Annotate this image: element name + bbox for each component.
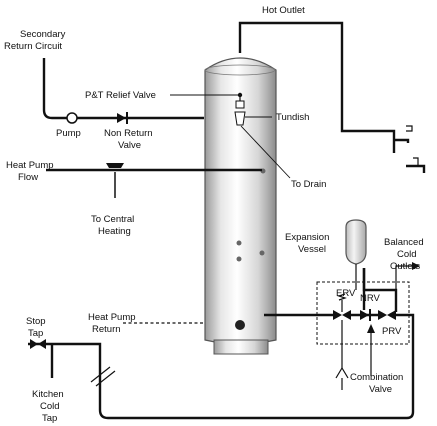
hot-water-cylinder — [204, 57, 277, 355]
pt-relief-and-tundish — [170, 92, 291, 179]
combination-valve-assembly — [316, 268, 410, 390]
heat-pump-flow-label-line1: Heat Pump — [6, 160, 54, 171]
expansion-vessel-label-line1: Expansion — [285, 232, 329, 243]
expansion-vessel — [345, 219, 367, 290]
heat-pump-flow-label-line2: Flow — [18, 172, 38, 183]
erv-icon — [333, 310, 342, 320]
combination-valve-label-line2: Valve — [369, 384, 392, 395]
prv-icon — [378, 310, 387, 320]
kitchen-cold-tap-label-line2: Cold — [40, 401, 60, 412]
kitchen-cold-tap-label-line3: Tap — [42, 413, 57, 424]
hot-outlet-pipe — [238, 21, 426, 173]
expansion-vessel-label-line2: Vessel — [298, 244, 326, 255]
kitchen-cold-tap-label-line1: Kitchen — [32, 389, 64, 400]
non-return-valve-icon — [117, 113, 126, 123]
immersion-port — [235, 320, 245, 330]
stop-tap-label-line1: Stop — [26, 316, 46, 327]
balanced-cold-outlets-label-line1: Balanced — [384, 237, 424, 248]
non-return-label-line1: Non Return — [104, 128, 153, 139]
balanced-cold-outlets-arrow — [395, 262, 420, 290]
pump-icon — [66, 112, 78, 124]
tundish-label: Tundish — [276, 112, 309, 123]
secondary-return-circuit — [42, 58, 204, 124]
heat-pump-return-label-line2: Return — [92, 324, 121, 335]
prv-label: PRV — [382, 326, 402, 337]
to-central-heating-label-line1: To Central — [91, 214, 134, 225]
secondary-return-label-line2: Return Circuit — [4, 41, 62, 52]
heat-pump-return-label-line1: Heat Pump — [88, 312, 136, 323]
secondary-return-label-line1: Secondary — [20, 29, 66, 40]
erv-label: ERV — [336, 288, 356, 299]
to-central-heating-label-line2: Heating — [98, 226, 131, 237]
stop-tap-label-line2: Tap — [28, 328, 43, 339]
tundish-icon — [234, 111, 246, 126]
nrv-label: NRV — [360, 293, 381, 304]
combination-valve-label-line1: Combination — [350, 372, 403, 383]
non-return-label-line2: Valve — [118, 140, 141, 151]
three-port-valve-icon — [106, 163, 124, 168]
to-drain-label: To Drain — [291, 179, 326, 190]
cold-mains-pipe — [28, 313, 415, 420]
pipe-break-symbol — [90, 366, 116, 387]
pt-relief-label: P&T Relief Valve — [85, 90, 156, 101]
stop-tap-icon — [30, 339, 38, 349]
heat-pump-flow-pipe — [46, 163, 262, 198]
hot-outlet-label: Hot Outlet — [262, 5, 305, 16]
pump-label: Pump — [56, 128, 81, 139]
balanced-cold-outlets-label-line3: Outlets — [390, 261, 420, 272]
balanced-cold-outlets-label-line2: Cold — [397, 249, 417, 260]
